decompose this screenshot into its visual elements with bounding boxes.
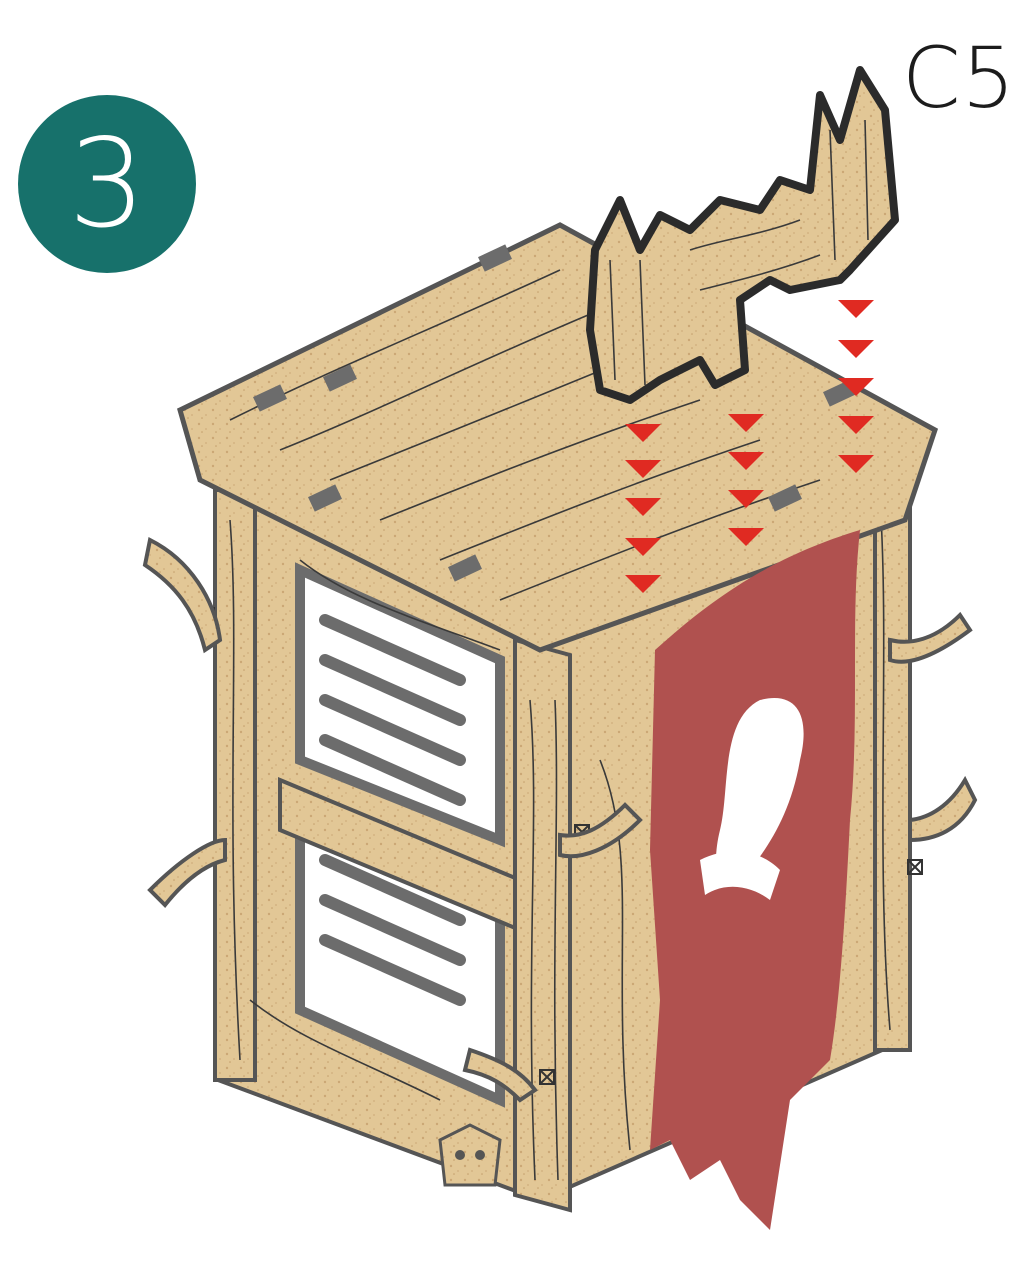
skull-icon xyxy=(440,1125,500,1185)
front-corner-post xyxy=(515,640,570,1210)
part-label: C5 xyxy=(902,36,1016,120)
left-corner-post xyxy=(215,490,255,1080)
right-corner-post xyxy=(875,470,910,1050)
banner xyxy=(650,530,860,1230)
step-number-badge: 3 xyxy=(18,95,196,273)
